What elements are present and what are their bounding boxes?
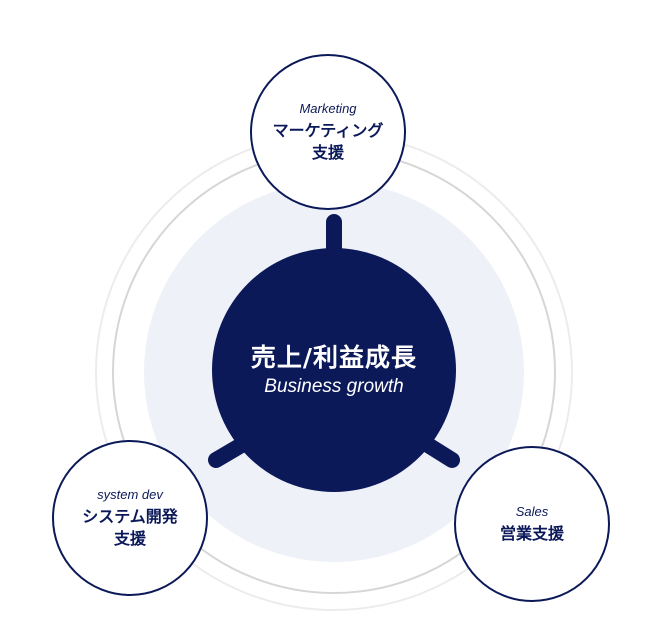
node-sales-en: Sales: [515, 503, 549, 519]
center-title-en: Business growth: [264, 376, 404, 398]
node-sales-jp-line1: 営業支援: [499, 523, 564, 543]
node-marketing-en: Marketing: [299, 100, 357, 116]
node-system-dev-jp-line1: システム開発: [82, 506, 178, 526]
node-marketing-jp-line2: 支援: [311, 142, 344, 162]
center-title-jp: 売上/利益成長: [250, 342, 418, 372]
node-system-dev-jp-line2: 支援: [113, 528, 146, 548]
node-sales: Sales 営業支援: [454, 446, 610, 602]
node-marketing: Marketing マーケティング 支援: [250, 54, 406, 210]
node-system-dev: system dev システム開発 支援: [52, 440, 208, 596]
node-system-dev-en: system dev: [97, 486, 163, 502]
node-marketing-jp-line1: マーケティング: [272, 120, 384, 140]
center-circle: 売上/利益成長 Business growth: [212, 248, 456, 492]
